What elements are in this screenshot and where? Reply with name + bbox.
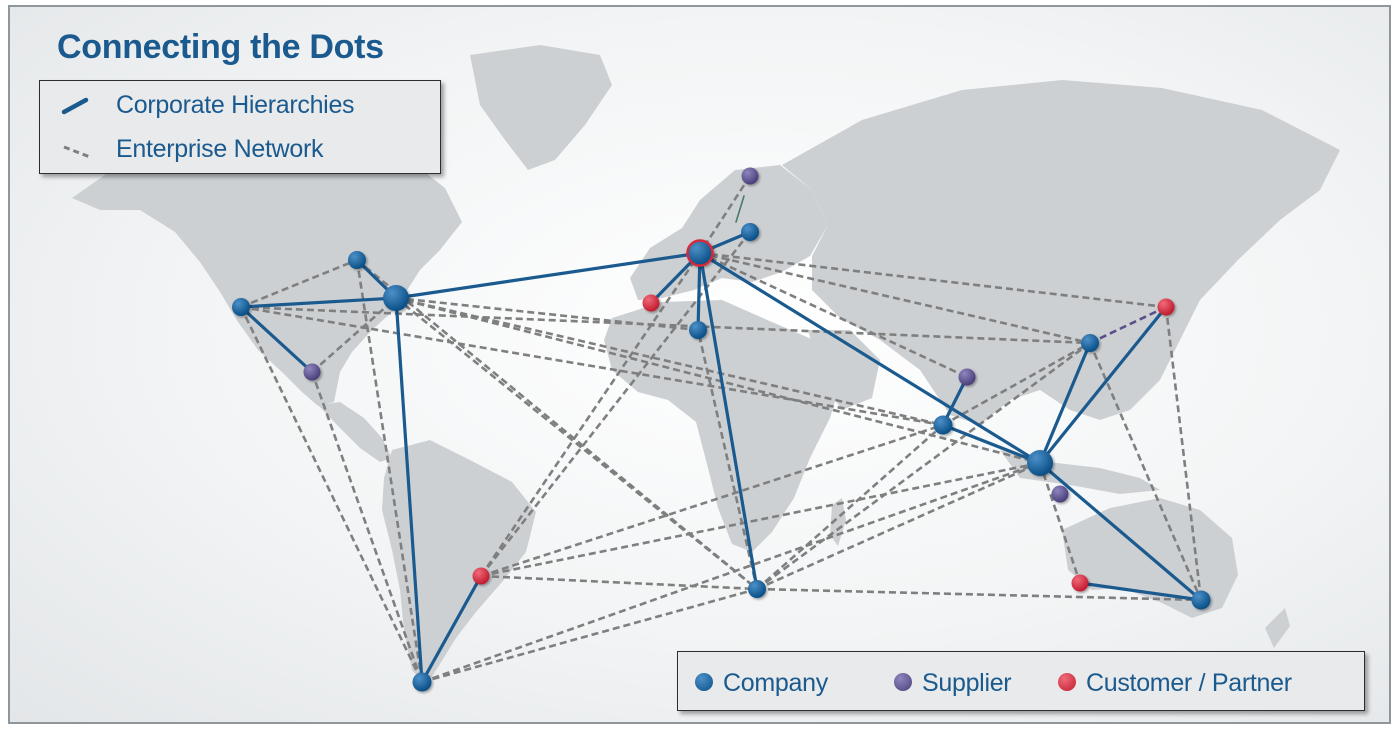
hierarchy-legend-label: Corporate Hierarchies [116,91,355,119]
company-node [748,580,766,598]
company-node [348,251,366,269]
madagascar-shape [830,498,846,546]
company-node [741,223,759,241]
asia-shape [782,80,1340,425]
enterprise-network-links [239,175,1203,684]
network-legend-label: Enterprise Network [116,135,324,163]
customer-legend-dot [1058,673,1076,691]
company-legend-dot [695,673,713,691]
south-america-shape [382,440,536,686]
company-node [933,415,953,435]
world-map [72,45,1340,686]
company-node [232,298,250,316]
legend-line-icons [61,97,91,159]
customer-node [642,294,660,312]
supplier-node [958,368,976,386]
line-type-legend: Corporate Hierarchies Enterprise Network [39,80,441,174]
supplier-legend-dot [894,673,912,691]
supplier-link [1089,305,1167,345]
supplier-node [1051,485,1069,503]
supplier-node [303,363,321,381]
node-type-legend: Company Supplier Customer / Partner [677,651,1365,711]
customer-node [1071,574,1089,592]
company-node [1081,334,1099,352]
africa-shape [604,300,842,552]
hierarchy-line-icon [61,97,89,115]
page-title: Connecting the Dots [57,28,384,66]
arabia-shape [808,330,880,410]
europe-shape [630,165,828,300]
customer-node [1157,298,1175,316]
company-node [412,672,432,692]
supplier-legend-label: Supplier [922,669,1012,697]
company-legend-label: Company [723,669,828,697]
customer-node [472,567,490,585]
nodes [232,167,1211,692]
company-node [383,285,409,311]
company-node [689,321,707,339]
company-customer-node [686,239,714,267]
company-node [1191,590,1211,610]
north-america-shape [72,148,462,406]
supplier-node [741,167,759,185]
central-america-shape [318,402,392,462]
corporate-hierarchy-links [239,195,1203,684]
new-zealand-shape [1265,608,1290,648]
network-line-icon [63,145,91,159]
company-node [1027,450,1053,476]
customer-legend-label: Customer / Partner [1086,669,1292,697]
greenland-shape [470,45,612,170]
